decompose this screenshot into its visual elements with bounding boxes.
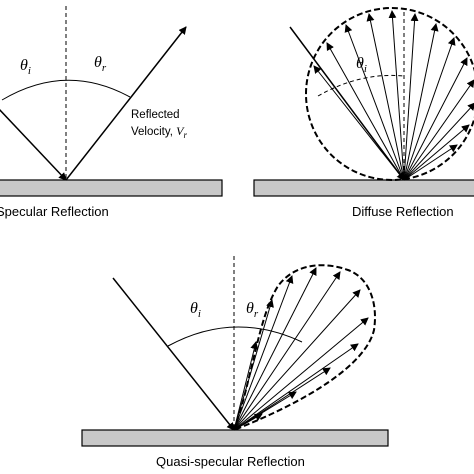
quasi-theta-r-label: θr (246, 300, 259, 320)
quasi-theta-i-label: θi (190, 300, 201, 320)
diffuse-incident-ray (289, 26, 405, 181)
diffuse-ray-3 (344, 24, 405, 181)
quasi-angle-arc (167, 326, 303, 347)
diffuse-ray-8 (403, 37, 456, 181)
diffuse-ray-2 (326, 42, 405, 181)
diffuse-ray-5 (388, 10, 405, 181)
diffuse-ray-12 (403, 124, 470, 181)
quasi-reflected-rays (233, 267, 369, 431)
quasi-surface (81, 429, 389, 447)
specular-theta-i-label: θi (20, 57, 31, 77)
diffuse-reflected-rays (313, 10, 474, 181)
diffuse-surface (253, 179, 474, 197)
diffuse-theta-i-label: θi (356, 55, 367, 75)
specular-panel: θi θr Reflected Velocity, Vr Specular Re… (0, 6, 223, 219)
diffuse-ray-1 (313, 65, 405, 181)
quasi-specular-panel: θi θr Quasi-specular Reflection (81, 256, 389, 469)
specular-velocity-label-line1: Reflected (131, 109, 180, 121)
quasi-ray-6 (233, 289, 361, 431)
specular-theta-r-label: θr (94, 54, 107, 74)
diffuse-ray-11 (403, 102, 474, 181)
quasi-incident-ray (112, 277, 235, 431)
diffuse-ray-10 (403, 79, 474, 181)
diffuse-ray-9 (403, 57, 468, 181)
specular-incident-ray (0, 109, 67, 181)
quasi-lobe-outline (232, 264, 376, 432)
specular-velocity-label-line2: Velocity, Vr (131, 124, 188, 140)
specular-angle-arc (1, 79, 131, 101)
quasi-caption: Quasi-specular Reflection (156, 454, 305, 469)
diffuse-caption: Diffuse Reflection (352, 204, 454, 219)
diffuse-ray-6 (403, 13, 419, 181)
specular-caption: Specular Reflection (0, 204, 109, 219)
quasi-ray-4 (233, 267, 317, 431)
diffuse-ray-7 (403, 23, 439, 181)
quasi-ray-3 (233, 275, 294, 431)
specular-reflected-ray (65, 26, 187, 181)
quasi-ray-1 (233, 341, 259, 431)
diffuse-ray-13 (403, 144, 458, 181)
specular-surface (0, 179, 223, 197)
diffuse-panel: θi Diffuse Reflection (253, 7, 474, 219)
quasi-ray-5 (233, 271, 341, 431)
quasi-ray-7 (233, 317, 369, 431)
diffuse-angle-arc (317, 74, 405, 97)
diffuse-ray-4 (366, 13, 405, 181)
